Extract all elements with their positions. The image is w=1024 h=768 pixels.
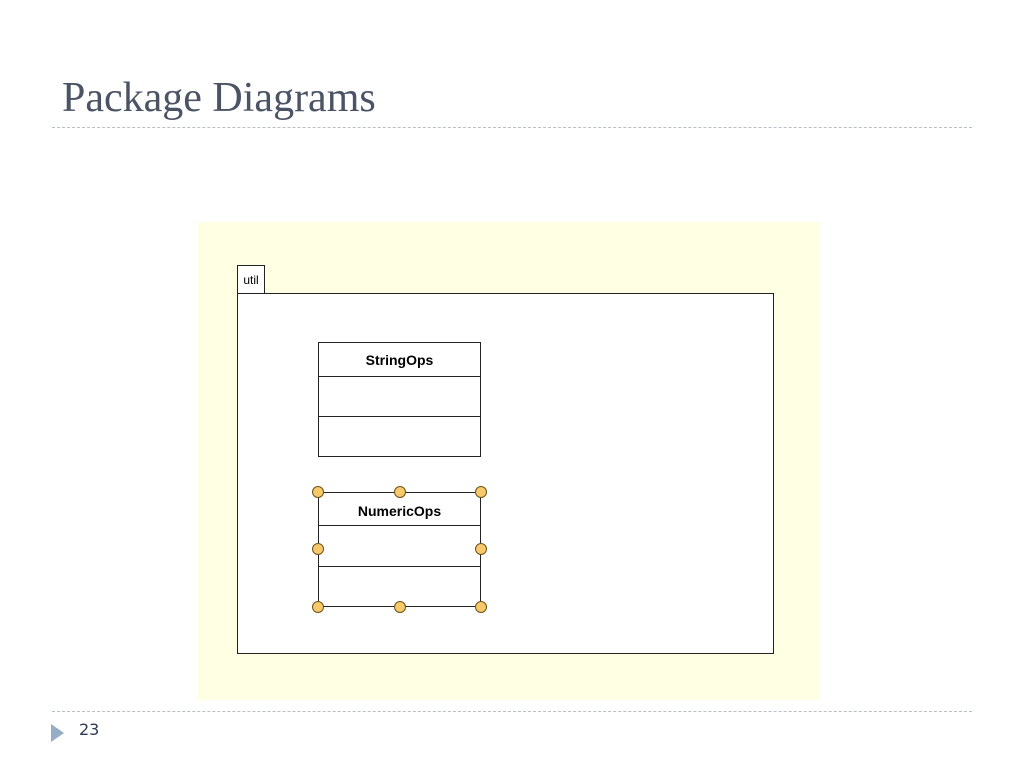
class-name-label: StringOps [319, 343, 480, 377]
triangle-bullet-icon [51, 724, 64, 742]
attributes-compartment [319, 526, 480, 567]
resize-handle-left[interactable] [312, 543, 324, 555]
resize-handle-right[interactable] [475, 543, 487, 555]
class-numericops[interactable]: NumericOps [318, 492, 481, 607]
footer-divider [52, 711, 972, 712]
resize-handle-bottom[interactable] [394, 601, 406, 613]
resize-handle-bottom-right[interactable] [475, 601, 487, 613]
slide-title: Package Diagrams [62, 75, 376, 121]
resize-handle-top[interactable] [394, 486, 406, 498]
attributes-compartment [319, 377, 480, 417]
resize-handle-top-left[interactable] [312, 486, 324, 498]
resize-handle-top-right[interactable] [475, 486, 487, 498]
class-name-label: NumericOps [319, 493, 480, 526]
page-number: 23 [79, 720, 100, 739]
package-tab[interactable]: util [237, 265, 265, 294]
resize-handle-bottom-left[interactable] [312, 601, 324, 613]
title-divider [52, 127, 972, 128]
class-stringops[interactable]: StringOps [318, 342, 481, 457]
